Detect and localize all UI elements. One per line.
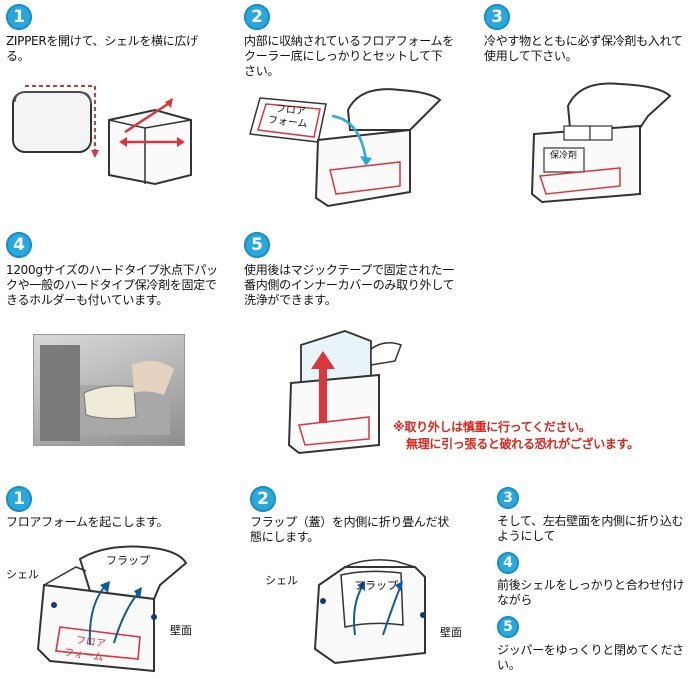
bottom-1-flap-label: フラップ bbox=[106, 554, 150, 567]
bottom-2-shell-label: シェル bbox=[265, 574, 298, 587]
step-3-illustration bbox=[530, 82, 672, 204]
step-3-text: 冷やす物とともに必ず保冷剤も入れて使用して下さい。 bbox=[484, 34, 683, 63]
step-5-badge: 5 bbox=[244, 232, 270, 258]
bottom-step-2-text: フラップ（蓋）を内側に折り畳んだ状態にします。 bbox=[250, 515, 449, 544]
lift-arrow bbox=[319, 367, 327, 423]
warning-line-2: 無理に引っ張ると破れる恐れがございます。 bbox=[406, 437, 639, 451]
floor-form-card bbox=[249, 97, 327, 143]
folded-shell bbox=[12, 91, 92, 153]
bottom-1-wall-label: 壁面 bbox=[170, 624, 192, 637]
cooler-box bbox=[314, 128, 411, 208]
bottom-step-5-badge: 5 bbox=[497, 616, 519, 638]
bottom-step-4-badge: 4 bbox=[497, 552, 519, 574]
bottom-2-wall-label: 壁面 bbox=[440, 626, 462, 639]
step-4-text: 1200gサイズのハードタイプ氷点下パックや一般のハードタイプ保冷剤を固定できる… bbox=[6, 263, 218, 307]
step-1-badge: 1 bbox=[6, 4, 32, 30]
ice-pack-label: 保冷剤 bbox=[550, 151, 578, 161]
bottom-step-3-text: そして、左右壁面を内側に折り込むようにして bbox=[497, 514, 684, 543]
step-5-text: 使用後はマジックテープで固定された一番内側のインナーカバーのみ取り外して洗浄がで… bbox=[244, 263, 455, 307]
bottom-step-1-badge: 1 bbox=[6, 486, 32, 512]
step-2-badge: 2 bbox=[244, 4, 270, 30]
cooler-base bbox=[287, 373, 380, 455]
step-1-text: ZIPPERを開けて、シェルを横に広げる。 bbox=[6, 34, 198, 63]
zipper-arrow bbox=[25, 85, 96, 155]
holder-photo bbox=[33, 334, 185, 446]
bottom-1-shell-label: シェル bbox=[6, 568, 39, 581]
bottom-step-2-badge: 2 bbox=[250, 486, 276, 512]
bottom-step-2-illustration bbox=[313, 559, 426, 665]
insert-arrow bbox=[331, 114, 368, 161]
bottom-step-3-badge: 3 bbox=[497, 487, 519, 509]
warning-line-1: ※取り外しは慎重に行ってください。 bbox=[393, 420, 591, 434]
step-2-illustration bbox=[249, 88, 442, 208]
step-2-text: 内部に収納されているフロアフォームをクーラー底にしっかりとセットして下さい。 bbox=[244, 34, 454, 78]
step-3-badge: 3 bbox=[484, 4, 510, 30]
step-1-illustration bbox=[12, 85, 192, 186]
bottom-step-1-text: フロアフォームを起こします。 bbox=[6, 515, 169, 529]
bottom-step-5-text: ジッパーをゆっくりと閉めてください。 bbox=[497, 643, 684, 672]
ice-pack bbox=[543, 147, 585, 173]
bottom-2-flap-label: フラップ bbox=[354, 579, 398, 592]
bottom-step-4-text: 前後シェルをしっかりと合わせ付けながら bbox=[497, 578, 685, 607]
bottles bbox=[563, 125, 591, 141]
opened-box bbox=[108, 108, 192, 186]
cooler-box-with-items bbox=[530, 124, 641, 204]
bottom-step-1-illustration bbox=[36, 545, 188, 673]
step-4-badge: 4 bbox=[6, 232, 32, 258]
step-5-illustration bbox=[287, 330, 402, 455]
